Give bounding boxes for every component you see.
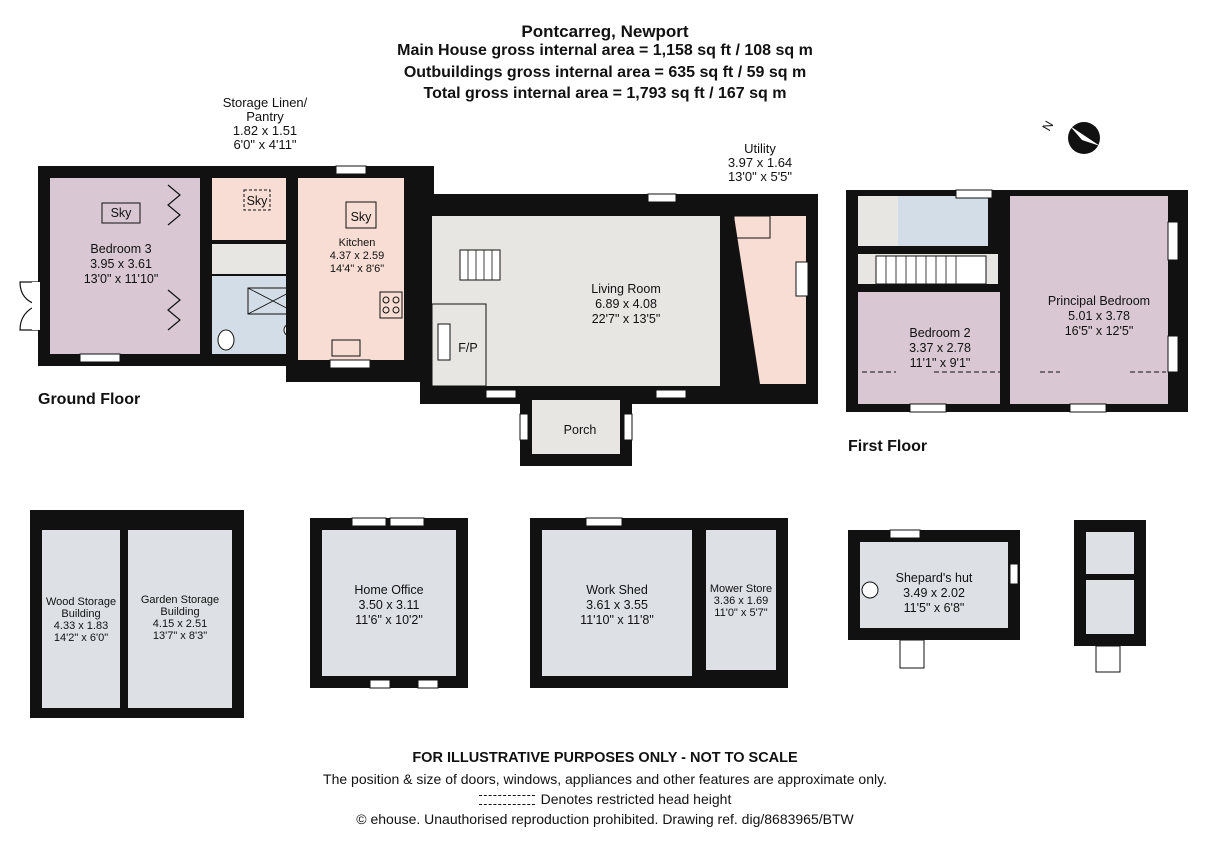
svg-text:Bedroom 3: Bedroom 3 [90, 242, 151, 256]
svg-text:5.01 x 3.78: 5.01 x 3.78 [1068, 309, 1130, 323]
disclaimer: FOR ILLUSTRATIVE PURPOSES ONLY - NOT TO … [412, 750, 798, 766]
svg-text:Building: Building [160, 606, 199, 618]
svg-text:13'7" x 8'3": 13'7" x 8'3" [153, 630, 207, 642]
utility-label: Utility 3.97 x 1.64 13'0" x 5'5" [727, 141, 793, 184]
svg-text:Kitchen: Kitchen [339, 237, 376, 249]
svg-text:3.61 x 3.55: 3.61 x 3.55 [586, 598, 648, 612]
svg-text:F/P: F/P [458, 341, 477, 355]
svg-text:14'4" x 8'6": 14'4" x 8'6" [330, 263, 384, 275]
svg-text:4.37 x 2.59: 4.37 x 2.59 [330, 250, 384, 262]
kitchen: Sky Kitchen 4.37 x 2.59 14'4" x 8'6" [286, 165, 434, 382]
svg-text:3.50 x 3.11: 3.50 x 3.11 [359, 598, 420, 612]
svg-text:Wood Storage: Wood Storage [46, 596, 116, 608]
svg-text:3.36 x 1.69: 3.36 x 1.69 [714, 595, 768, 607]
total-area: Total gross internal area = 1,793 sq ft … [423, 85, 787, 102]
svg-text:11'10" x 11'8": 11'10" x 11'8" [580, 613, 654, 627]
approximation-note: The position & size of doors, windows, a… [323, 771, 887, 787]
svg-text:16'5" x 12'5": 16'5" x 12'5" [1065, 324, 1134, 338]
work-shed-and-mower-store: Work Shed 3.61 x 3.55 11'10" x 11'8" Mow… [530, 517, 788, 688]
main-house-area: Main House gross internal area = 1,158 s… [397, 42, 813, 59]
svg-text:Work Shed: Work Shed [586, 583, 648, 597]
wood-and-garden-storage: Wood Storage Building 4.33 x 1.83 14'2" … [30, 510, 244, 718]
bedroom-3: Sky Bedroom 3 3.95 x 3.61 13'0" x 11'10" [19, 166, 205, 366]
svg-text:Sky: Sky [247, 194, 269, 208]
svg-text:11'5" x 6'8": 11'5" x 6'8" [904, 601, 965, 615]
first-floor-plan: Bedroom 2 3.37 x 2.78 11'1" x 9'1" Princ… [846, 189, 1188, 413]
svg-text:Home Office: Home Office [354, 583, 423, 597]
svg-text:11'6" x 10'2": 11'6" x 10'2" [355, 613, 423, 627]
svg-text:Sky: Sky [351, 210, 373, 224]
porch: Porch [519, 396, 633, 466]
svg-text:Mower Store: Mower Store [710, 583, 772, 595]
plan-title: Pontcarreg, Newport [521, 22, 689, 41]
svg-text:13'0" x 11'10": 13'0" x 11'10" [84, 272, 159, 286]
svg-text:3.49 x 2.02: 3.49 x 2.02 [903, 586, 965, 600]
svg-text:Shepard's hut: Shepard's hut [896, 571, 973, 585]
svg-text:Principal Bedroom: Principal Bedroom [1048, 294, 1150, 308]
living-room: F/P Living Room 6.89 x 4.08 22'7" x 13'5… [420, 193, 738, 404]
svg-text:Building: Building [61, 608, 100, 620]
sky-label: Sky [111, 206, 133, 220]
svg-text:22'7" x 13'5": 22'7" x 13'5" [592, 312, 661, 326]
svg-text:Porch: Porch [564, 423, 597, 437]
small-hut-unit [1074, 520, 1146, 673]
svg-text:4.15 x 2.51: 4.15 x 2.51 [153, 618, 207, 630]
ground-floor-label: Ground Floor [38, 391, 141, 408]
svg-text:Garden Storage: Garden Storage [141, 594, 219, 606]
compass-icon: N [1040, 119, 1100, 154]
utility-room [722, 194, 818, 404]
svg-text:11'0" x 5'7": 11'0" x 5'7" [714, 607, 767, 619]
svg-text:11'1" x 9'1": 11'1" x 9'1" [910, 356, 971, 370]
svg-text:3.37 x 2.78: 3.37 x 2.78 [909, 341, 971, 355]
storage-linen-label: Storage Linen/ Pantry 1.82 x 1.51 6'0" x… [222, 95, 308, 152]
svg-text:4.33 x 1.83: 4.33 x 1.83 [54, 620, 108, 632]
svg-text:N: N [1040, 119, 1057, 134]
shepards-hut: Shepard's hut 3.49 x 2.02 11'5" x 6'8" [848, 529, 1020, 669]
svg-text:6.89 x 4.08: 6.89 x 4.08 [595, 297, 657, 311]
legend: Denotes restricted head height [0, 791, 1210, 807]
svg-text:14'2" x 6'0": 14'2" x 6'0" [54, 632, 108, 644]
home-office: Home Office 3.50 x 3.11 11'6" x 10'2" [310, 517, 468, 689]
restricted-height-swatch [478, 795, 535, 806]
svg-text:Bedroom 2: Bedroom 2 [909, 326, 970, 340]
svg-text:3.95 x 3.61: 3.95 x 3.61 [90, 257, 152, 271]
svg-text:Living Room: Living Room [591, 282, 660, 296]
outbuildings-area: Outbuildings gross internal area = 635 s… [403, 64, 807, 81]
copyright: © ehouse. Unauthorised reproduction proh… [356, 811, 854, 827]
first-floor-label: First Floor [848, 438, 928, 455]
